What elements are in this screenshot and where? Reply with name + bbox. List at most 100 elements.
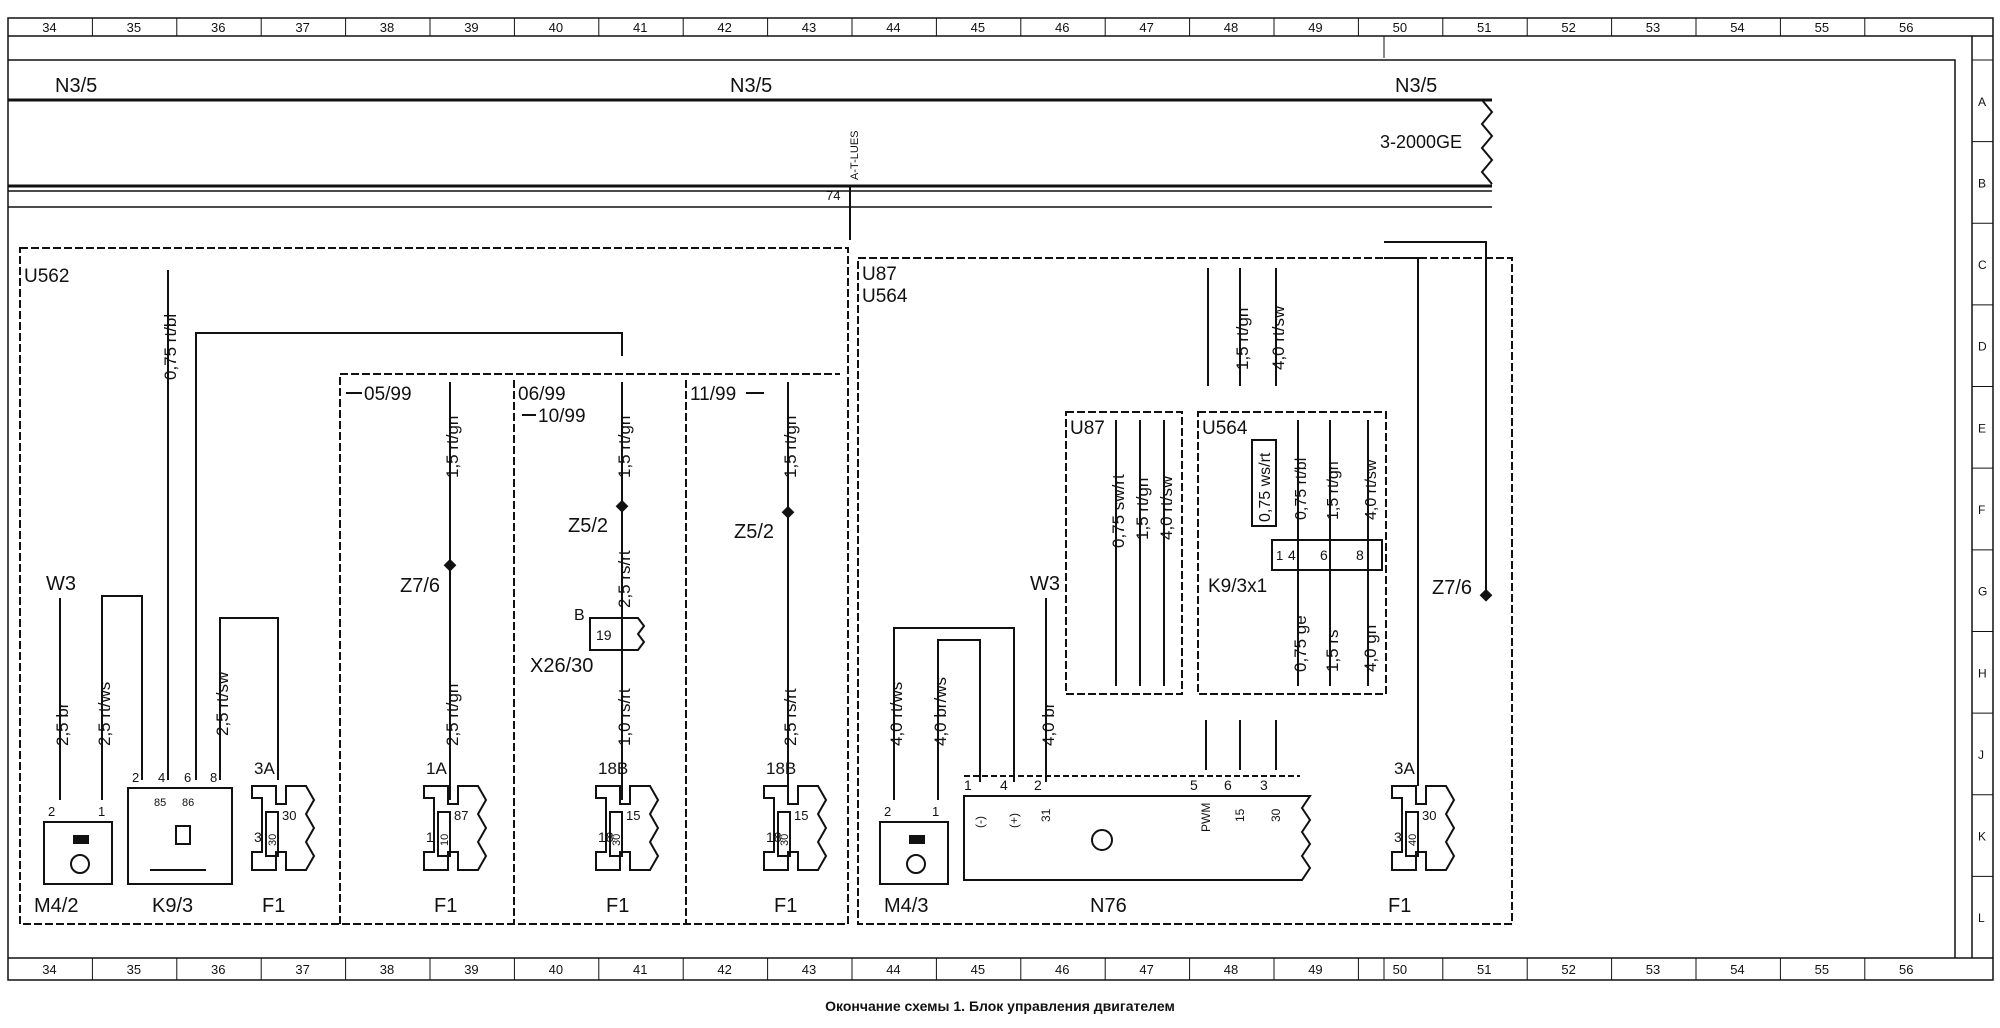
bottom-column-label: 44 bbox=[886, 962, 900, 977]
fuse-holder bbox=[251, 785, 316, 871]
fuse-element bbox=[437, 811, 451, 857]
n76-signal-31: 31 bbox=[1039, 808, 1053, 822]
top-column-label: 42 bbox=[717, 20, 731, 35]
n76-signal-15: 15 bbox=[1233, 808, 1247, 822]
wire-label-0-75-rt-bl: 0,75 rt/bl bbox=[161, 314, 180, 380]
fuse-rating-label: 3A bbox=[1394, 759, 1415, 778]
top-column-label: 36 bbox=[211, 20, 225, 35]
bottom-column-label: 40 bbox=[549, 962, 563, 977]
bus-connector-label: A-T-LUES bbox=[849, 130, 861, 180]
component-label-z5-2-b: Z5/2 bbox=[734, 521, 774, 543]
row-label: J bbox=[1978, 748, 1984, 762]
connector-x26-30-num: 19 bbox=[596, 627, 612, 643]
bottom-column-label: 41 bbox=[633, 962, 647, 977]
top-column-label: 45 bbox=[971, 20, 985, 35]
fuse-holder bbox=[1391, 785, 1456, 871]
date-arrows bbox=[346, 392, 764, 416]
top-column-label: 55 bbox=[1815, 20, 1829, 35]
wire-label-1-0-rs-rt: 1,0 rs/rt bbox=[615, 688, 634, 746]
control-unit-n76 bbox=[963, 775, 1312, 881]
fuse-terminal: 15 bbox=[794, 808, 808, 823]
bottom-column-label: 47 bbox=[1139, 962, 1153, 977]
bottom-column-label: 37 bbox=[295, 962, 309, 977]
row-label: E bbox=[1978, 421, 1986, 435]
n76-pin-5: 5 bbox=[1190, 777, 1198, 793]
bottom-column-label: 50 bbox=[1393, 962, 1407, 977]
row-label: L bbox=[1978, 911, 1985, 925]
row-label: H bbox=[1978, 666, 1987, 680]
top-column-label: 54 bbox=[1730, 20, 1744, 35]
motor-m4-3-pin-2: 2 bbox=[884, 804, 891, 819]
fuse-rating-label: 3A bbox=[254, 759, 275, 778]
component-label-f1-3: F1 bbox=[606, 895, 629, 917]
module-label-u87: U87 bbox=[862, 264, 897, 285]
top-column-label: 50 bbox=[1393, 20, 1407, 35]
n76-signal-30: 30 bbox=[1269, 808, 1283, 822]
n76-pin-3: 3 bbox=[1260, 777, 1268, 793]
wire-label-1-5-rt-gn-u87: 1,5 rt/gn bbox=[1133, 478, 1152, 540]
n76-signal-plus: (+) bbox=[1007, 813, 1021, 828]
fuse-number: 3 bbox=[1394, 829, 1402, 845]
sub-module-label-u87: U87 bbox=[1070, 418, 1105, 439]
fuse-number: 1 bbox=[426, 829, 434, 845]
component-label-w3-right: W3 bbox=[1030, 573, 1060, 595]
bus-model-label: 3-2000GE bbox=[1380, 132, 1462, 152]
fuse-rating-label: 18B bbox=[766, 759, 796, 778]
fuse-element bbox=[609, 811, 623, 857]
bottom-column-label: 42 bbox=[717, 962, 731, 977]
fuse-rating-label: 18B bbox=[598, 759, 628, 778]
wire-label-0-75-rt-bl-u564: 0,75 rt/bl bbox=[1293, 458, 1310, 520]
wire-label-1-5-rs: 1,5 rs bbox=[1323, 629, 1342, 672]
bottom-column-label: 45 bbox=[971, 962, 985, 977]
relay-k9-3-pin-6: 6 bbox=[184, 770, 191, 785]
top-column-label: 53 bbox=[1646, 20, 1660, 35]
top-column-label: 41 bbox=[633, 20, 647, 35]
inner-frame bbox=[8, 59, 1956, 958]
wire-label-4-0-rt-sw-u564: 4,0 rt/sw bbox=[1363, 459, 1380, 520]
fuse-amperage: 30 bbox=[611, 834, 623, 846]
motor-m4-2 bbox=[43, 821, 113, 885]
k9-3x1-pin-4: 4 bbox=[1288, 547, 1296, 563]
row-label: D bbox=[1978, 340, 1987, 354]
wire-label-2-5-rt-sw: 2,5 rt/sw bbox=[213, 671, 232, 736]
top-column-label: 47 bbox=[1139, 20, 1153, 35]
k9-3x1-pin-6: 6 bbox=[1320, 547, 1328, 563]
bottom-column-label: 53 bbox=[1646, 962, 1660, 977]
wire-label-0-75-ge: 0,75 ge bbox=[1291, 615, 1310, 672]
relay-k9-3-pin-2: 2 bbox=[132, 770, 139, 785]
component-label-m4-2: M4/2 bbox=[34, 895, 78, 917]
fuse-amperage: 30 bbox=[779, 834, 791, 846]
component-label-w3-left: W3 bbox=[46, 573, 76, 595]
wire-label-2-5-rs-rt-a: 2,5 rs/rt bbox=[615, 550, 634, 608]
motor-m4-3-pin-1: 1 bbox=[932, 804, 939, 819]
fuse-number: 3 bbox=[254, 829, 262, 845]
component-label-k9-3x1: K9/3x1 bbox=[1208, 576, 1267, 597]
motor-m4-2-pin-1: 1 bbox=[98, 804, 105, 819]
top-column-label: 44 bbox=[886, 20, 900, 35]
top-column-label: 39 bbox=[464, 20, 478, 35]
bus-label-left: N3/5 bbox=[55, 75, 97, 97]
module-frames bbox=[19, 247, 1513, 925]
outer-frame bbox=[7, 17, 1994, 981]
component-label-z7-6-a: Z7/6 bbox=[400, 575, 440, 597]
relay-k9-3-pin-8: 8 bbox=[210, 770, 217, 785]
wire-label-1-5-rt-gn-c: 1,5 rt/gn bbox=[781, 416, 800, 478]
date-label-05-99: 05/99 bbox=[364, 384, 412, 405]
n76-pin-6: 6 bbox=[1224, 777, 1232, 793]
wire-label-4-0-br: 4,0 br bbox=[1039, 702, 1058, 746]
fuse-element bbox=[265, 811, 279, 857]
bottom-column-label: 43 bbox=[802, 962, 816, 977]
top-column-label: 49 bbox=[1308, 20, 1322, 35]
top-column-label: 37 bbox=[295, 20, 309, 35]
n76-signal-pwm: PWM bbox=[1199, 803, 1213, 832]
wire-label-4-0-rt-ws: 4,0 rt/ws bbox=[887, 682, 906, 746]
top-column-label: 40 bbox=[549, 20, 563, 35]
bottom-column-label: 55 bbox=[1815, 962, 1829, 977]
wire-label-2-5-rt-ws: 2,5 rt/ws bbox=[95, 682, 114, 746]
bottom-column-label: 48 bbox=[1224, 962, 1238, 977]
date-label-10-99: 10/99 bbox=[538, 406, 586, 427]
wire-label-1-5-rt-gn-a: 1,5 rt/gn bbox=[443, 416, 462, 478]
date-label-11-99: 11/99 bbox=[690, 384, 736, 405]
top-column-label: 34 bbox=[42, 20, 56, 35]
